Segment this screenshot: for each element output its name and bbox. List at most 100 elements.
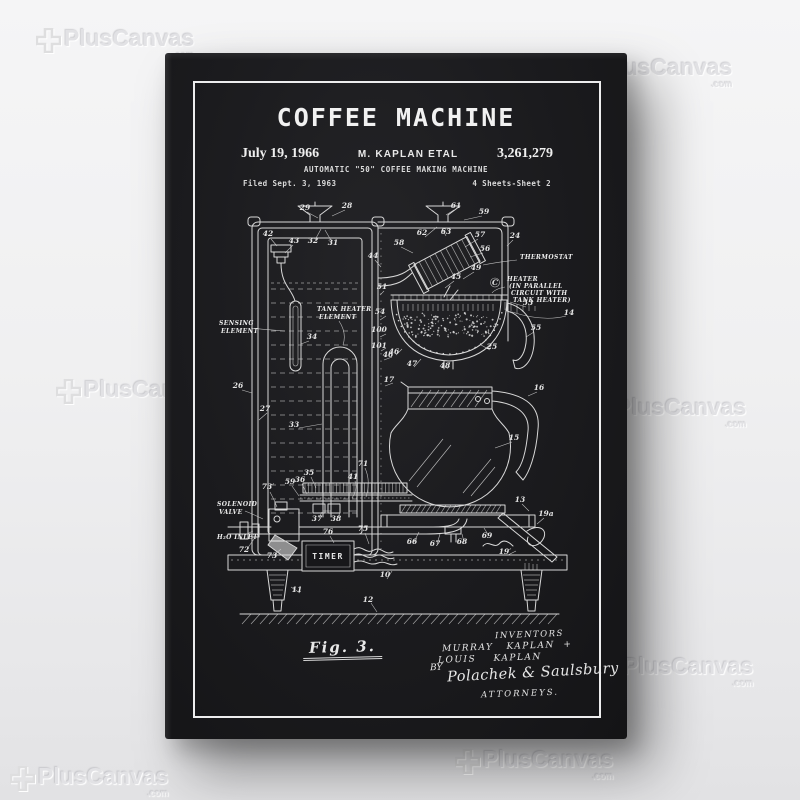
texture-dot [401, 326, 403, 328]
ref-numeral-15: 15 [509, 433, 519, 442]
canvas-print: COFFEE MACHINE July 19, 1966 M. KAPLAN E… [165, 53, 627, 739]
texture-dot [497, 324, 499, 326]
texture-dot [408, 332, 409, 333]
patent-author: M. KAPLAN ETAL [358, 149, 459, 160]
texture-dot [406, 322, 408, 324]
texture-dot [447, 336, 449, 338]
figure-label: Fig. 3. [303, 637, 383, 661]
plus-icon [36, 28, 61, 53]
annotation-text: CIRCUIT WITH [511, 290, 567, 297]
texture-stroke [525, 563, 537, 570]
texture-dot [477, 315, 478, 316]
texture-dot [463, 332, 464, 333]
ref-numeral-101: 101 [371, 341, 387, 350]
texture-dot [458, 332, 459, 333]
texture-dot [420, 321, 422, 323]
ref-numeral-44: 44 [368, 251, 378, 260]
patent-header-row: July 19, 1966 M. KAPLAN ETAL 3,261,279 [241, 146, 553, 162]
texture-dot [439, 335, 440, 336]
texture-dot [488, 333, 489, 334]
texture-dot [493, 326, 494, 327]
patent-title: COFFEE MACHINE [165, 103, 627, 132]
ref-numeral-35: 35 [304, 468, 314, 477]
texture-dot [462, 330, 463, 331]
ref-numeral-76: 76 [323, 527, 334, 536]
ref-numeral-59: 59 [479, 207, 490, 216]
annotation-text: ELEMENT [318, 314, 356, 321]
texture-dot [402, 318, 403, 319]
texture-dot [485, 331, 487, 333]
texture-dot [471, 335, 473, 337]
timer-label: TIMER [312, 552, 344, 561]
texture-dot [421, 331, 423, 333]
texture-dot [448, 329, 449, 330]
texture-dot [488, 329, 489, 330]
texture-dot [411, 331, 413, 333]
texture-dot [431, 334, 432, 335]
texture-dot [423, 328, 425, 330]
texture-dot [438, 327, 440, 329]
ref-numeral-37: 37 [312, 514, 323, 523]
texture-dot [477, 332, 478, 333]
ref-numeral-28: 28 [341, 201, 353, 210]
texture-dot [473, 316, 474, 317]
ref-numeral-69: 69 [482, 531, 493, 540]
texture-stroke [403, 304, 493, 311]
annotation-text: VALVE [219, 509, 243, 516]
plus-icon [56, 379, 81, 404]
texture-dot [488, 332, 489, 333]
basket-handle [507, 303, 534, 369]
ref-numeral-72: 72 [239, 545, 249, 554]
texture-dot [418, 328, 420, 330]
texture-dot [464, 326, 465, 327]
texture-dot [459, 317, 460, 318]
texture-dot [475, 329, 476, 330]
texture-dot [411, 317, 412, 318]
texture-dot [457, 313, 459, 315]
patent-sheet-number: 4 Sheets-Sheet 2 [472, 179, 551, 188]
texture-dot [492, 319, 494, 321]
sensing-bulb [290, 301, 301, 371]
ref-numeral-100: 100 [371, 325, 387, 334]
texture-dot [486, 317, 487, 318]
texture-dot [419, 325, 420, 326]
texture-stroke [409, 439, 495, 496]
texture-dot [501, 312, 503, 314]
texture-dot [480, 323, 482, 325]
texture-stroke [242, 614, 557, 624]
texture-dot [450, 332, 451, 333]
ref-numeral-67: 67 [430, 539, 441, 548]
texture-dot [472, 321, 474, 323]
ref-numeral-10: 10 [380, 570, 391, 579]
texture-dot [417, 334, 418, 335]
machine-structure [228, 202, 567, 614]
patent-subtitle: AUTOMATIC "50" COFFEE MAKING MACHINE [165, 165, 627, 174]
ref-numeral-53: 53 [523, 298, 533, 307]
ref-numeral-31: 31 [328, 238, 338, 247]
texture-dot [407, 326, 408, 327]
texture-dot [441, 325, 442, 326]
ref-numeral-27: 27 [259, 404, 271, 413]
texture-dot [398, 320, 400, 322]
ref-numeral-11: 11 [292, 585, 302, 594]
ref-numeral-75: 75 [358, 524, 368, 533]
texture-dot [499, 318, 501, 320]
texture-dot [464, 313, 465, 314]
texture-dot [471, 325, 472, 326]
ref-numeral-68: 68 [457, 537, 468, 546]
ref-numeral-73′: 73′ [262, 482, 274, 491]
texture-dot [431, 314, 432, 315]
texture-dot [479, 319, 480, 320]
texture-dot [449, 322, 451, 324]
texture-stroke [523, 575, 540, 595]
annotation-text: SOLENOID [217, 501, 258, 508]
texture-dot [447, 318, 449, 320]
texture-dot [472, 329, 474, 331]
texture-dot [424, 335, 425, 336]
texture-dot [460, 320, 461, 321]
texture-dot [488, 331, 489, 332]
ref-numeral-57: 57 [475, 230, 486, 239]
texture-dot [428, 323, 429, 324]
ref-numeral-36: 36 [295, 475, 306, 484]
ref-numeral-42: 42 [263, 229, 273, 238]
